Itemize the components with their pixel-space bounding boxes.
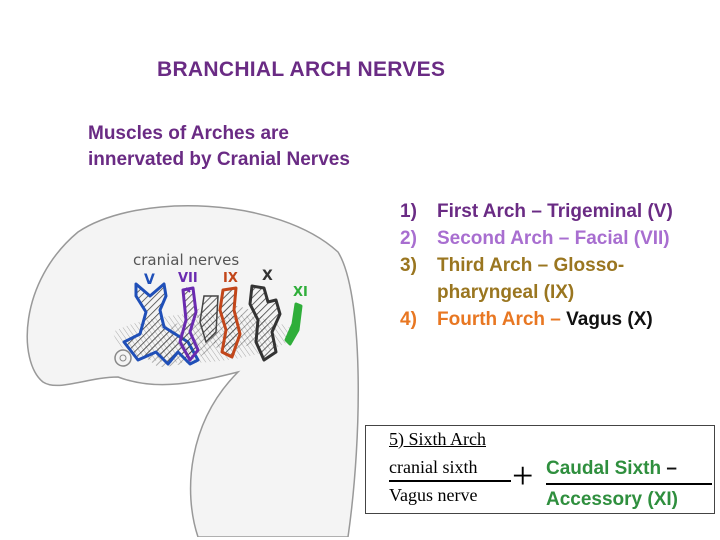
page-title: BRANCHIAL ARCH NERVES: [157, 58, 446, 81]
embryo-illustration: cranial nerves V VII IX X XI: [26, 205, 359, 537]
cranial-sixth-fraction: cranial sixth Vagus nerve: [389, 457, 511, 506]
caudal-sixth-fraction: Caudal Sixth – Accessory (XI): [546, 456, 712, 512]
caudal-top: Caudal Sixth: [546, 458, 662, 479]
list-item-second-arch: 2) Second Arch – Facial (VII): [400, 228, 670, 249]
nerve-label-xi: XI: [293, 285, 308, 300]
list-item-fourth-arch: 4) Fourth Arch – Vagus (X): [400, 309, 653, 330]
facial-nerve-shape: [178, 286, 200, 362]
sixth-arch-box: 5) Sixth Arch cranial sixth Vagus nerve …: [365, 425, 715, 514]
caudal-bottom: Accessory (XI): [546, 489, 679, 510]
nerve-label-x: X: [262, 268, 273, 284]
nerve-label-ix: IX: [223, 271, 238, 286]
list-item-first-arch: 1) First Arch – Trigeminal (V): [400, 201, 673, 222]
caudal-dash: –: [661, 458, 677, 479]
intro-text: Muscles of Arches are innervated by Cran…: [88, 123, 350, 170]
fraction-top: cranial sixth: [389, 457, 511, 482]
nerve-label-v: V: [144, 272, 155, 288]
nerve-label-vii: VII: [178, 271, 198, 286]
figure-caption: cranial nerves: [133, 251, 239, 269]
accessory-nerve-shape: [284, 302, 303, 346]
fraction-bottom: Vagus nerve: [389, 485, 478, 505]
list-item-third-arch: 3) Third Arch – Glosso-pharyngeal (IX): [400, 255, 625, 303]
plus-sign: +: [512, 455, 534, 497]
sixth-arch-heading: 5) Sixth Arch: [389, 429, 486, 449]
vagus-nerve-shape: [248, 284, 282, 362]
arch-nerve-list: 1) First Arch – Trigeminal (V) 2) Second…: [400, 198, 715, 333]
glossopharyngeal-nerve-shape: [218, 286, 242, 359]
